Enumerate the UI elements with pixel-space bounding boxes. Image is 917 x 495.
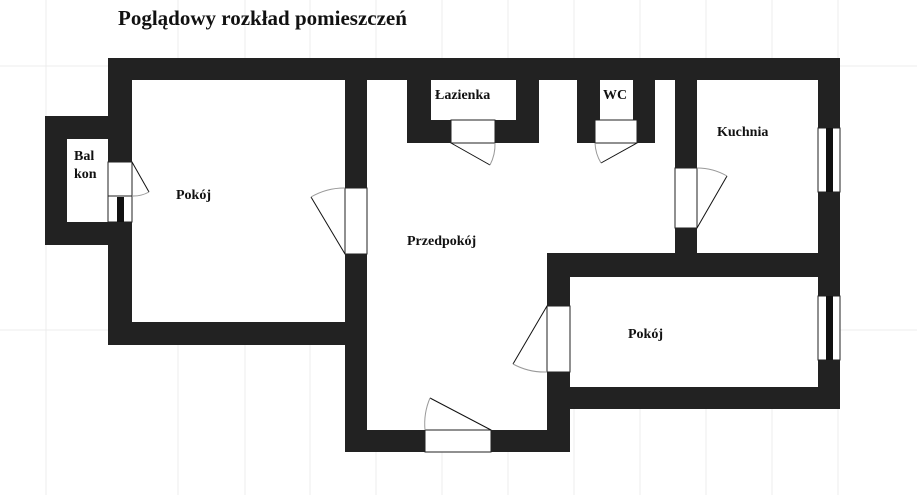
label-pokoj-left: Pokój (176, 188, 211, 203)
entrance-door[interactable] (424, 429, 492, 453)
wc-room (600, 80, 633, 120)
pokoj-left-door[interactable] (344, 187, 368, 255)
label-przedpokoj: Przedpokój (407, 234, 477, 249)
kuchnia-room (697, 80, 818, 253)
label-balkon-2: kon (74, 167, 97, 182)
kuchnia-door[interactable] (674, 167, 698, 229)
pokoj-left-room (132, 80, 345, 322)
pokoj-right-door[interactable] (546, 305, 571, 373)
room-interiors (67, 80, 818, 430)
page-title: Poglądowy rozkład pomieszczeń (118, 6, 407, 30)
label-wc: WC (603, 88, 628, 103)
door-swings (131, 142, 728, 431)
przedpokoj-room (367, 80, 675, 430)
label-balkon-1: Bal (74, 149, 95, 164)
lazienka-room (431, 80, 516, 120)
label-lazienka: Łazienka (435, 88, 491, 103)
pokoj-right-room (570, 277, 818, 387)
lazienka-door[interactable] (450, 119, 496, 144)
label-pokoj-right: Pokój (628, 327, 663, 342)
balkon-room (67, 139, 108, 222)
wc-door[interactable] (594, 119, 638, 144)
label-kuchnia: Kuchnia (717, 125, 769, 140)
